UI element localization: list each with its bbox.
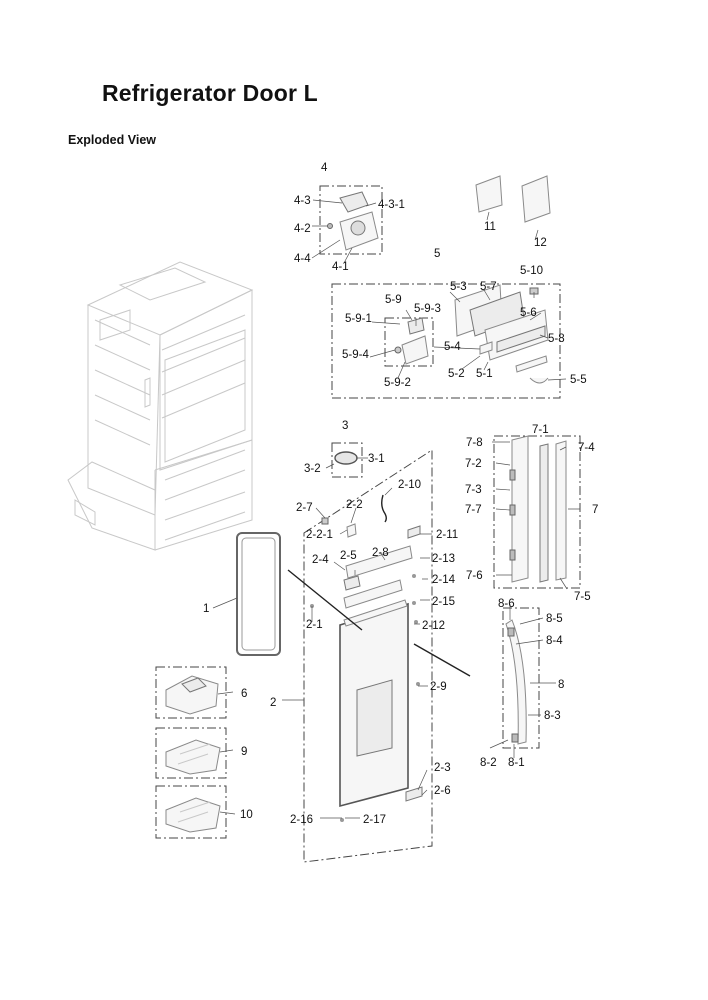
- part-6-bin: [165, 675, 219, 715]
- callout-2-13: 2-13: [432, 553, 455, 565]
- callout-7-6: 7-6: [466, 570, 483, 582]
- callout-2-17: 2-17: [363, 814, 386, 826]
- callout-2: 2: [270, 697, 276, 709]
- page-title: Refrigerator Door L: [102, 80, 318, 106]
- callout-8-4: 8-4: [546, 635, 563, 647]
- callout-5-9-3: 5-9-3: [414, 303, 441, 315]
- assembly-4-box: [319, 185, 383, 255]
- leader-lines: [217, 199, 580, 819]
- callout-12: 12: [534, 237, 547, 249]
- callout-3: 3: [342, 420, 348, 432]
- callout-7-5: 7-5: [574, 591, 591, 603]
- callout-2-9: 2-9: [430, 681, 447, 693]
- callout-11: 11: [484, 221, 496, 233]
- callout-2-8: 2-8: [372, 547, 389, 559]
- callout-4-3-1: 4-3-1: [378, 199, 405, 211]
- callout-3-2: 3-2: [304, 463, 321, 475]
- callout-5-7: 5-7: [480, 281, 497, 293]
- callout-5-9-1: 5-9-1: [345, 313, 372, 325]
- assembly-8-box: [502, 607, 540, 749]
- callout-2-11: 2-11: [436, 529, 458, 541]
- callout-5-5: 5-5: [570, 374, 587, 386]
- callout-2-7: 2-7: [296, 502, 313, 514]
- callout-5-3: 5-3: [450, 281, 467, 293]
- callout-2-2-1: 2-2-1: [306, 529, 333, 541]
- callout-4-1: 4-1: [332, 261, 349, 273]
- callout-1: 1: [203, 603, 209, 615]
- callout-7-3: 7-3: [465, 484, 482, 496]
- callout-7-2: 7-2: [465, 458, 482, 470]
- part-9-bin: [165, 739, 221, 775]
- callout-8-5: 8-5: [546, 613, 563, 625]
- callout-4-2: 4-2: [294, 223, 311, 235]
- callout-2-4: 2-4: [312, 554, 329, 566]
- part-2-door: [282, 494, 471, 822]
- callout-2-14: 2-14: [432, 574, 456, 586]
- callout-5: 5: [434, 248, 440, 260]
- callout-4-3: 4-3: [294, 195, 311, 207]
- callout-4-4: 4-4: [294, 253, 311, 265]
- assembly-5-box: [331, 283, 561, 399]
- callout-2-6: 2-6: [434, 785, 451, 797]
- part-7-rails: [509, 435, 567, 583]
- part-1-gasket: [212, 532, 281, 656]
- refrigerator-cabinet: [67, 261, 254, 551]
- callout-7-4: 7-4: [578, 442, 595, 454]
- part-10-bin: [165, 797, 221, 833]
- part-11-12-covers: [475, 175, 551, 223]
- callout-2-3: 2-3: [434, 762, 451, 774]
- callout-7-8: 7-8: [466, 437, 483, 449]
- callout-4: 4: [321, 162, 328, 174]
- callout-5-6: 5-6: [520, 307, 537, 319]
- callout-8: 8: [558, 679, 564, 691]
- callout-5-9-2: 5-9-2: [384, 377, 411, 389]
- assembly-3-box: [331, 442, 363, 478]
- callout-3-1: 3-1: [368, 453, 385, 465]
- callout-10: 10: [240, 809, 253, 821]
- callout-5-9: 5-9: [385, 294, 402, 306]
- callout-2-16: 2-16: [290, 814, 313, 826]
- callout-8-3: 8-3: [544, 710, 561, 722]
- callout-7: 7: [592, 504, 598, 516]
- callout-2-12: 2-12: [422, 620, 445, 632]
- assembly-6-9-10-boxes: [155, 666, 227, 839]
- callout-2-5: 2-5: [340, 550, 357, 562]
- callout-9: 9: [241, 746, 247, 758]
- callout-5-8: 5-8: [548, 333, 565, 345]
- callout-2-2: 2-2: [346, 499, 363, 511]
- callout-2-1: 2-1: [306, 619, 323, 631]
- callout-2-15: 2-15: [432, 596, 455, 608]
- part-3-component: [334, 451, 358, 465]
- part-8-handle: [505, 619, 527, 745]
- part-4-module: [327, 191, 379, 251]
- callout-8-1: 8-1: [508, 757, 525, 769]
- callout-5-9-4: 5-9-4: [342, 349, 369, 361]
- callout-2-10: 2-10: [398, 479, 421, 491]
- callout-8-2: 8-2: [480, 757, 497, 769]
- callout-8-6: 8-6: [498, 598, 515, 610]
- part-5-dispenser: [394, 284, 549, 384]
- callout-5-2: 5-2: [448, 368, 465, 380]
- assembly-2-box: [303, 449, 433, 863]
- callout-5-4: 5-4: [444, 341, 461, 353]
- section-title: Exploded View: [68, 133, 156, 147]
- callout-labels: 4 4-3 4-3-1 4-2 4-4 4-1 11 12 5 5-10 5-3…: [203, 162, 598, 826]
- callout-5-10: 5-10: [520, 265, 543, 277]
- callout-5-1: 5-1: [476, 368, 493, 380]
- callout-7-7: 7-7: [465, 504, 482, 516]
- assembly-7-box: [493, 435, 581, 589]
- callout-7-1: 7-1: [532, 424, 549, 436]
- callout-6: 6: [241, 688, 247, 700]
